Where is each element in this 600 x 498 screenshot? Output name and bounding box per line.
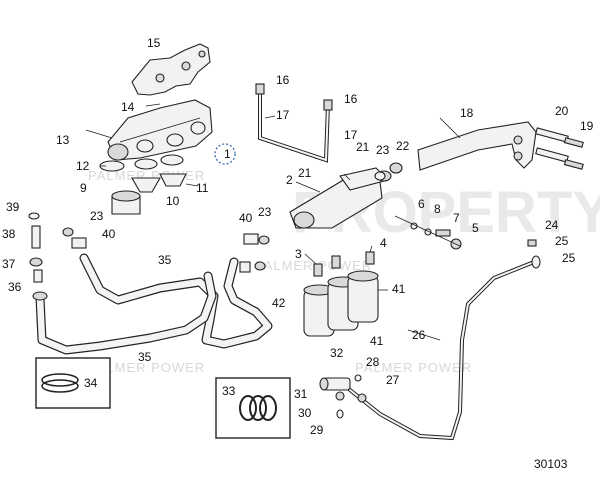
label-12: 12 [76,159,90,173]
label-14: 14 [121,100,135,114]
part-24-25-clamps [527,239,541,269]
label-17a: 17 [276,108,290,122]
label-25b: 25 [562,251,576,265]
watermark-brand-4: PALMER POWER [355,360,472,375]
label-39: 39 [6,200,20,214]
part-14-manifold [85,99,213,161]
part-35-hoses [35,253,273,355]
label-21a: 21 [356,140,370,154]
part-1-marker [214,143,236,165]
label-24: 24 [545,218,559,232]
part-labels: 1 2 3 4 5 6 7 8 9 10 11 12 13 14 15 16 1… [2,36,594,471]
label-13: 13 [56,133,70,147]
label-36: 36 [8,280,22,294]
watermark-brand-2: PALMER POWER [255,258,372,273]
label-1: 1 [224,147,231,161]
label-40b: 40 [239,211,253,225]
label-42: 42 [272,296,286,310]
part-27-32-fittings [319,374,367,419]
part-34-box [35,357,111,409]
part-5-8-small [394,215,462,250]
label-15: 15 [147,36,161,50]
label-29: 29 [310,423,324,437]
label-8: 8 [434,202,441,216]
label-7: 7 [453,211,460,225]
part-33-box [215,377,291,439]
label-41a: 41 [392,282,406,296]
label-28: 28 [366,355,380,369]
leader-lines [100,103,461,341]
part-18-bracket [417,121,537,171]
label-16a: 16 [276,73,290,87]
label-35b: 35 [138,350,152,364]
label-16b: 16 [344,92,358,106]
label-26: 26 [412,328,426,342]
label-34: 34 [84,376,98,390]
label-19: 19 [580,119,594,133]
label-27: 27 [386,373,400,387]
label-35a: 35 [158,253,172,267]
label-22: 22 [396,139,410,153]
label-21b: 21 [298,166,312,180]
part-23-40-left [62,227,87,249]
part-26-line [348,260,536,441]
label-11: 11 [196,181,209,195]
label-23a: 23 [376,143,390,157]
part-19-20-bolts [535,127,584,170]
label-23b: 23 [90,209,104,223]
label-40a: 40 [102,227,116,241]
label-31: 31 [294,387,308,401]
label-41b: 41 [370,334,384,348]
label-10: 10 [166,194,180,208]
drawing-number: 30103 [534,457,568,471]
label-32: 32 [330,346,344,360]
label-5: 5 [472,221,479,235]
part-23-40-center [239,233,270,273]
label-30: 30 [298,406,312,420]
label-25a: 25 [555,234,569,248]
part-16-17-pipes [255,83,333,163]
label-17b: 17 [344,128,358,142]
part-41-42-filters [303,270,379,337]
part-36-39-fitting [28,212,48,301]
label-4: 4 [380,236,387,250]
label-33: 33 [222,384,236,398]
seal-parts [99,154,187,215]
label-23c: 23 [258,205,272,219]
label-20: 20 [555,104,569,118]
label-38: 38 [2,227,16,241]
label-2: 2 [286,173,293,187]
label-3: 3 [295,247,302,261]
part-22-23-fittings [374,162,403,181]
label-6: 6 [418,197,425,211]
label-9: 9 [80,181,87,195]
watermark-brand-3: PALMER POWER [88,360,205,375]
label-37: 37 [2,257,16,271]
part-15-bracket [131,43,211,96]
label-18: 18 [460,106,474,120]
part-3-4-nipples [313,251,375,277]
